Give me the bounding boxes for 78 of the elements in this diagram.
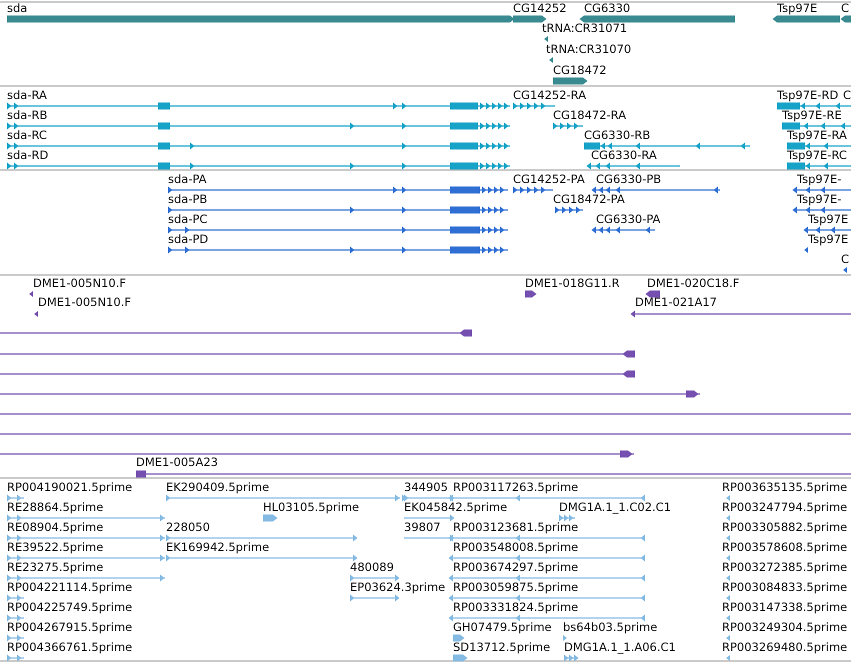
feature-label: EK169942.5prime — [166, 541, 270, 554]
feature-label: DME1-005A23 — [136, 456, 218, 469]
feature-label: 480089 — [350, 561, 394, 574]
feature-label: RP003331824.5prime — [453, 601, 578, 614]
feature-label: RP003578608.5prime — [722, 541, 848, 554]
feature-label: RP004366761.5prime — [7, 641, 132, 654]
feature-label: CG6330-RB — [584, 129, 650, 142]
feature-label: GH07479.5prime — [453, 621, 552, 634]
feature-label: C — [841, 253, 850, 266]
feature-label: RP003084833.5prime — [722, 581, 848, 594]
feature-label: sda-RC — [7, 129, 47, 142]
feature-label: RP003117263.5prime — [453, 481, 578, 494]
feature-label: RE28864.5prime — [7, 501, 104, 514]
feature-label: Tsp97E-RE — [782, 109, 842, 122]
feature-label: Tsp97E — [808, 213, 848, 226]
feature-label: Tsp97E — [808, 233, 848, 246]
feature-label: RP004221114.5prime — [7, 581, 132, 594]
feature-label: Tsp97E — [777, 2, 818, 15]
feature-label: CG6330-PA — [596, 213, 660, 226]
feature-label: CG18472-RA — [553, 109, 626, 122]
feature-label: DME1-018G11.R — [525, 277, 620, 290]
feature-label: RE23275.5prime — [7, 561, 104, 574]
feature-label: CG6330 — [584, 2, 630, 15]
feature-label: RE39522.5prime — [7, 541, 104, 554]
feature-label: DME1-005N10.F — [33, 277, 126, 290]
feature-label: EK045842.5prime — [404, 501, 508, 514]
feature-label: sda-PC — [168, 213, 208, 226]
feature-label: tRNA:CR31071 — [542, 22, 628, 35]
feature-label: DME1-020C18.F — [647, 277, 740, 290]
feature-label: sda-PD — [168, 233, 208, 246]
feature-label: RE08904.5prime — [7, 521, 104, 534]
feature-label: CG14252 — [513, 2, 567, 15]
feature-label: sda — [7, 2, 28, 15]
feature-label: Tsp97E-RD — [777, 89, 838, 102]
feature-label: RP004225749.5prime — [7, 601, 132, 614]
feature-label: sda-PB — [168, 193, 208, 206]
feature-label: 344905 — [404, 481, 448, 494]
feature-label: C — [843, 89, 851, 102]
feature-label: CG6330-PB — [596, 173, 662, 186]
feature-label: sda-RA — [7, 89, 47, 102]
feature-label: CG18472-PA — [553, 193, 625, 206]
feature-label: RP003548008.5prime — [453, 541, 578, 554]
feature-label: SD13712.5prime — [453, 641, 550, 654]
feature-label: DMG1A.1_1.A06.C1 — [564, 641, 676, 654]
feature-label: Tsp97E-RA — [787, 129, 847, 142]
feature-label: RP003147338.5prime — [722, 601, 848, 614]
feature-label: CG6330-RA — [591, 149, 657, 162]
feature-label: DME1-005N10.F — [38, 296, 131, 309]
feature-label: RP004267915.5prime — [7, 621, 132, 634]
feature-label: CG18472 — [553, 64, 607, 77]
feature-label: sda-RD — [7, 149, 48, 162]
feature-label: EP03624.3prime — [350, 581, 446, 594]
feature-label: RP003635135.5prime — [722, 481, 848, 494]
feature-label: bs64b03.5prime — [563, 621, 658, 634]
feature-label: 228050 — [166, 521, 210, 534]
feature-label: RP004190021.5prime — [7, 481, 132, 494]
feature-label: RP003123681.5prime — [453, 521, 578, 534]
feature-label: CG14252-PA — [513, 173, 585, 186]
feature-label: sda-PA — [168, 173, 207, 186]
feature-label: HL03105.5prime — [263, 501, 360, 514]
feature-label: sda-RB — [7, 109, 48, 122]
feature-label: Tsp97E-RC — [787, 149, 847, 162]
feature-label: DME1-021A17 — [635, 296, 717, 309]
feature-label: RP003247794.5prime — [722, 501, 848, 514]
feature-label: RP003305882.5prime — [722, 521, 848, 534]
feature-label: tRNA:CR31070 — [546, 43, 632, 56]
feature-label: RP003269480.5prime — [722, 641, 848, 654]
feature-label: Tsp97E- — [797, 173, 842, 186]
feature-label: EK290409.5prime — [166, 481, 270, 494]
feature-label: RP003249304.5prime — [722, 621, 848, 634]
feature-label: C — [841, 2, 850, 15]
feature-label: RP003272385.5prime — [722, 561, 848, 574]
feature-label: Tsp97E- — [797, 193, 842, 206]
feature-label: CG14252-RA — [513, 89, 586, 102]
feature-label: RP003674297.5prime — [453, 561, 578, 574]
feature-label: RP003059875.5prime — [453, 581, 578, 594]
feature-label: DMG1A.1_1.C02.C1 — [559, 501, 672, 514]
feature-label: 39807 — [404, 521, 441, 534]
